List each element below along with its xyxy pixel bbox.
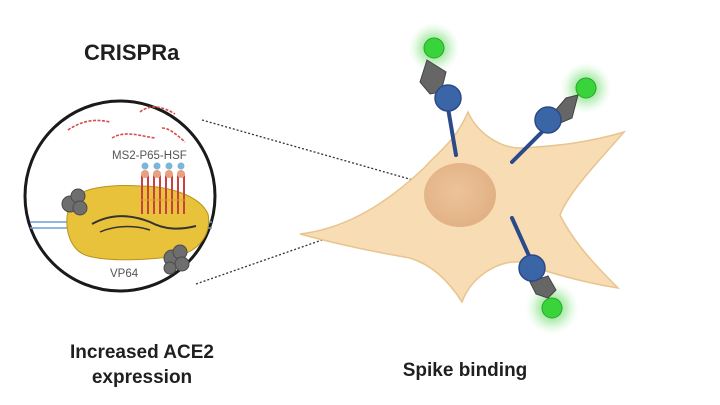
spike-protein-icon: [529, 275, 557, 299]
figure-title: CRISPRa: [84, 40, 180, 65]
receptor-spike-top: [408, 22, 462, 112]
right-caption: Spike binding: [402, 360, 528, 381]
dcas9-complex-icon: [66, 185, 210, 261]
left-caption: Increased ACE2 expression: [70, 342, 214, 388]
receptor-spike-right: [534, 62, 612, 134]
receptor-spike-bottom: [518, 254, 579, 335]
vp64-cluster-icon: [61, 188, 190, 275]
nucleus-icon: [424, 163, 496, 227]
receptor-icon: [434, 84, 462, 112]
guide-rna-icon: [67, 106, 186, 143]
ms2-p65-hsf-icon: [141, 162, 185, 178]
spike-glow-icon: [575, 77, 597, 99]
zoom-inset: [23, 99, 217, 293]
receptor-stalks: [446, 106, 548, 260]
receptor-icon: [534, 106, 562, 134]
spike-glow-icon: [423, 37, 445, 59]
vp64-label: VP64: [110, 268, 139, 280]
activator-label: MS2-P65-HSF: [112, 150, 187, 162]
spike-glow-icon: [541, 297, 563, 319]
receptor-icon: [518, 254, 546, 282]
